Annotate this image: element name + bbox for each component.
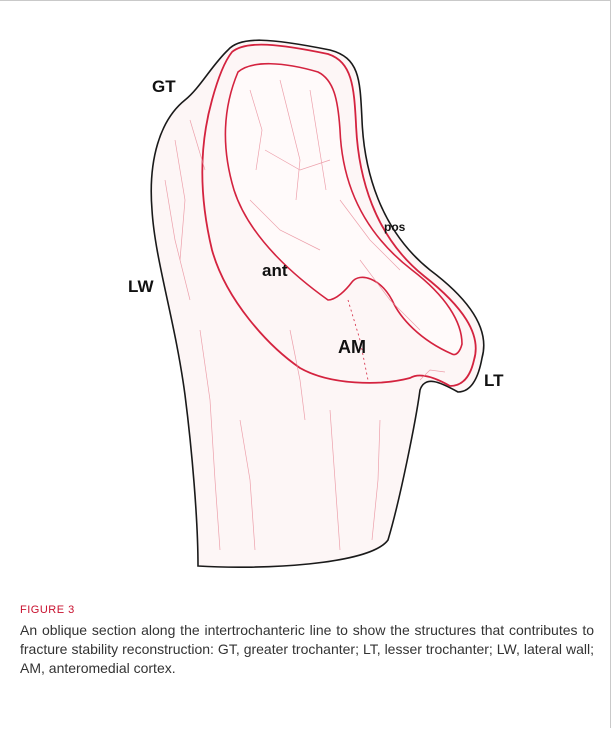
figure-caption-heading: FIGURE 3 <box>20 604 75 616</box>
label-ant: ant <box>262 261 288 280</box>
femur-section-illustration: GT LW ant pos AM LT <box>0 0 612 600</box>
label-pos: pos <box>384 220 406 234</box>
figure-caption-text: An oblique section along the intertrocha… <box>20 621 594 678</box>
label-gt: GT <box>152 77 176 96</box>
label-am: AM <box>338 337 366 357</box>
label-lw: LW <box>128 277 154 296</box>
label-lt: LT <box>484 371 504 390</box>
